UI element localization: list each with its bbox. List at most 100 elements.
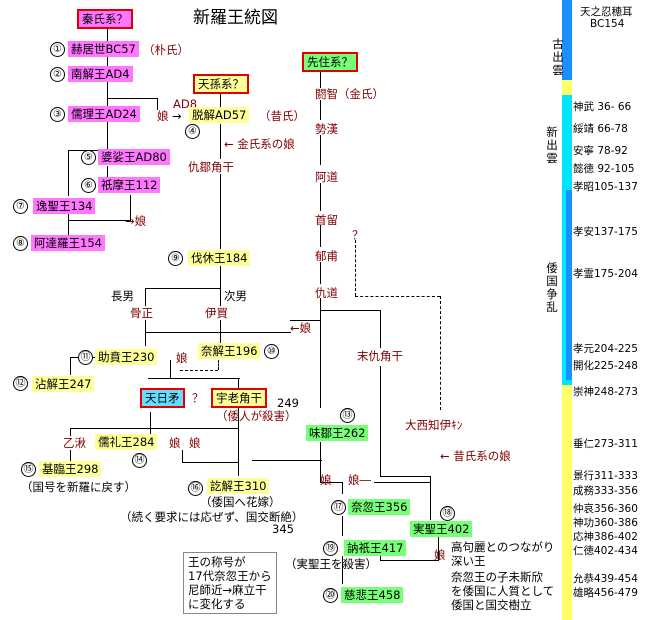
circled-number-2: ② (50, 67, 65, 82)
connector-line (150, 412, 151, 450)
reign-entry: 綏靖 66-78 (573, 123, 628, 135)
shuryu-label: 首留 (315, 213, 338, 227)
king-13: 味鄒王262 (306, 425, 369, 441)
reign-entry: 懿徳 92-105 (573, 163, 635, 175)
circled-number-18: ⑱ (440, 506, 455, 521)
reign-entry: 安寧 78-92 (573, 145, 628, 157)
daughter-label: 娘 (434, 548, 446, 562)
connector-line (238, 378, 239, 390)
connector-line (320, 183, 321, 211)
connector-line (438, 532, 439, 560)
king-1: 赫居世BC57 (68, 41, 139, 57)
circled-number-6: ⑥ (81, 178, 96, 193)
reign-entry: 孝霊175-204 (573, 268, 638, 280)
circled-number-8: ⑧ (13, 236, 28, 251)
question-mark: ？ (352, 228, 364, 242)
ikuho-label: 郁甫 (315, 249, 338, 263)
connector-line (220, 174, 221, 249)
connector-line (320, 70, 321, 88)
reign-entry: 開化225-248 (573, 360, 638, 372)
reign-entry: 神武 36- 66 (573, 101, 632, 113)
king-5: 婆娑王AD80 (98, 149, 170, 165)
connector-line (220, 94, 221, 108)
question-mark: ？ (192, 391, 204, 405)
connector-line (380, 476, 430, 477)
king-7: 逸聖王134 (33, 198, 96, 214)
connector-line (145, 332, 291, 333)
dashed-link (180, 370, 218, 371)
hostage-note-2: を倭国に人質として (451, 584, 555, 598)
hostage-note-1: 奈忽王の子未斯欣 (451, 570, 543, 584)
hostage-note-3: 倭国と国交樹立 (451, 598, 532, 612)
connector-line (320, 225, 321, 247)
year-345-label: 345 (272, 522, 294, 536)
timeline-top-year: BC154 (590, 18, 625, 30)
sekishi-daughter-label: ← 昔氏系の娘 (440, 449, 511, 463)
sekishi-label: （昔氏） (259, 109, 305, 123)
circled-number-12: ⑫ (13, 376, 28, 391)
circled-number-15: ⑮ (21, 462, 36, 477)
king-18: 実聖王402 (410, 521, 473, 537)
connector-line (380, 560, 439, 561)
connector-line (145, 288, 221, 289)
connector-line (107, 98, 157, 99)
king-11: 助賁王230 (95, 349, 158, 365)
restore-name-note: （国号を新羅に戻す） (21, 480, 136, 494)
connector-line (68, 212, 69, 236)
kyutoku-label: 仇鄒角干 (188, 160, 234, 174)
otsushuku-label: 乙湫 (63, 436, 86, 450)
circled-number-19: ⑲ (323, 541, 338, 556)
king-15: 基臨王298 (39, 461, 102, 477)
circled-number-10: ⑩ (264, 344, 279, 359)
connector-line (320, 298, 321, 408)
connector-line (70, 450, 71, 462)
king-8: 阿達羅王154 (31, 235, 105, 251)
killed-jissei-note: （実聖王を殺害） (285, 557, 377, 571)
kotsusei-label: 骨正 (130, 306, 153, 320)
king-19: 訥祇王417 (344, 540, 407, 556)
reign-entry: 孝安137-175 (573, 226, 638, 238)
connector-line (320, 135, 321, 165)
connector-line (107, 136, 108, 161)
reign-entry: 応神386-402 (573, 531, 638, 543)
daughter-label: 娘 (157, 109, 169, 123)
dashed-link (218, 360, 219, 370)
king-3: 儒理王AD24 (68, 106, 140, 122)
arrow-label: → (172, 109, 182, 123)
connector-line (320, 482, 342, 483)
pakushi-label: （朴氏） (143, 43, 189, 57)
daughter-label: 娘 (169, 436, 181, 450)
ishitsu-label: 伊買 (205, 306, 228, 320)
year-249-label: 249 (277, 396, 299, 410)
reign-entry: 仲哀356-360 (573, 503, 638, 515)
amenohiboko-box: 天日矛 (140, 388, 185, 408)
circled-number-16: ⑯ (188, 481, 203, 496)
daughter-label: ←娘 (290, 321, 312, 335)
connector-line (182, 462, 238, 463)
circled-number-5: ⑤ (81, 150, 96, 165)
reign-entry: 景行311-333 (573, 470, 638, 482)
chart-title: 新羅王統図 (193, 8, 278, 28)
eldest-son-label: 長男 (111, 289, 134, 303)
timeline-top-label: 天之忍穂耳 (580, 6, 633, 18)
circled-number-20: ⑳ (323, 588, 338, 603)
circled-number-4: ④ (185, 124, 200, 139)
reign-entry: 允恭439-454 (573, 573, 638, 585)
connector-line (170, 360, 171, 378)
uro-kakukan-box: 宇老角干 (211, 388, 267, 408)
king-14: 儒礼王284 (95, 434, 158, 450)
second-son-label: 次男 (224, 289, 247, 303)
bride-to-wa-note: （倭国へ花嫁） (200, 495, 281, 509)
reign-entry: 崇神248-273 (573, 386, 638, 398)
daisei-label: 大西知伊ｷﾝ (405, 418, 463, 432)
connector-line (380, 366, 381, 476)
daughter-label: 娘 (189, 436, 201, 450)
connector-line (107, 166, 108, 180)
connector-line (430, 476, 431, 520)
connector-line (320, 262, 321, 284)
circled-number-17: ⑰ (331, 500, 346, 515)
connector-line (107, 29, 108, 150)
goguryeo-note-2: 深い王 (451, 554, 486, 568)
circled-number-3: ③ (50, 107, 65, 122)
reign-entry: 垂仁273-311 (573, 438, 638, 450)
